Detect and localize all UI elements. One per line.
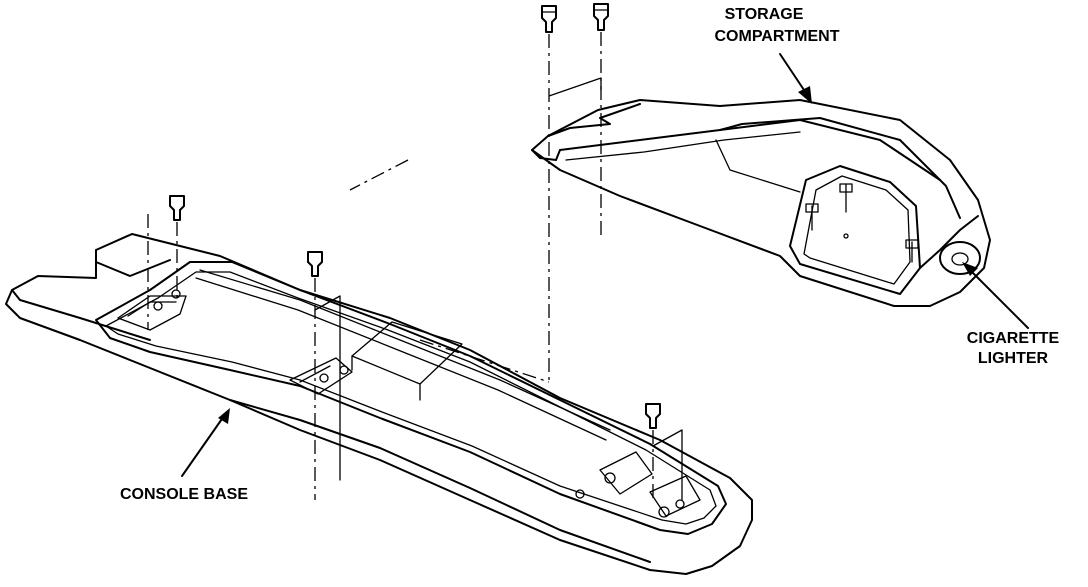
- storage-compartment-part: [531, 99, 991, 307]
- storage-compartment-label-line1: STORAGE: [725, 6, 804, 23]
- storage-compartment-label-line2: COMPARTMENT: [714, 28, 839, 45]
- lighter-callout-arrow: [962, 262, 1029, 329]
- storage-callout-arrow: [779, 53, 812, 104]
- screw-base-middle: [307, 251, 323, 277]
- screw-base-rear: [169, 195, 185, 221]
- screw-top-right: [593, 3, 609, 31]
- cigarette-lighter-label-line1: CIGARETTE: [967, 330, 1060, 347]
- screw-base-front: [645, 403, 661, 429]
- console-base-callout-arrow: [181, 408, 230, 477]
- cigarette-lighter-label-line2: LIGHTER: [978, 350, 1049, 367]
- console-base-part: [5, 233, 753, 575]
- alignment-lines: [147, 32, 683, 501]
- screw-top-left: [541, 5, 557, 33]
- console-base-label: CONSOLE BASE: [120, 486, 248, 503]
